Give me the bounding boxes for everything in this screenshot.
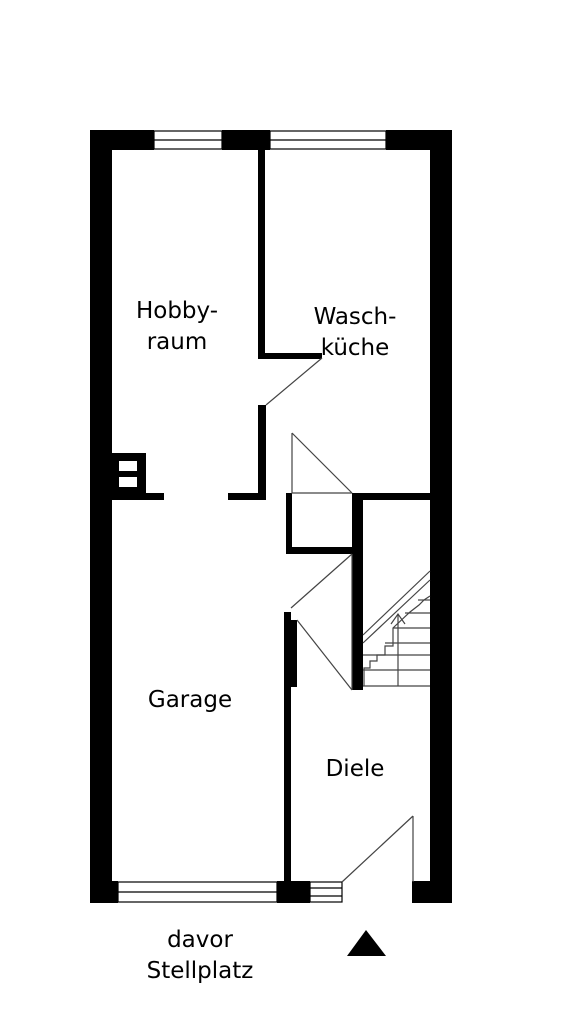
window-waschkueche [269,130,387,150]
label-outside-line1: davor [167,927,233,953]
wall-top-right [386,130,452,150]
label-garage: Garage [130,685,250,716]
label-diele-text: Diele [325,756,385,782]
wall-bottom-left [90,881,118,903]
triangle-up-icon [347,930,386,956]
wall-diele-jamb [291,620,297,687]
door-swings [265,357,414,883]
label-garage-text: Garage [147,687,233,713]
wall-bottom-right [412,881,452,903]
wall-top-left [90,130,154,150]
label-waschkueche-line1: Wasch- [313,304,397,330]
window-hobbyraum [153,130,223,150]
door-entrance [341,815,414,883]
wall-hobby-lower [258,405,266,497]
wall-left [90,130,112,903]
shaft-symbol [112,453,146,495]
label-diele: Diele [305,754,405,785]
door-hobby-wasch [265,357,323,406]
label-hobbyraum: Hobby- raum [122,296,232,358]
label-waschkueche-line2: küche [320,335,390,361]
wall-garage-top-right [228,493,266,500]
staircase [362,570,431,687]
label-outside: davor Stellplatz [120,925,280,987]
interior-walls [112,148,430,887]
wall-bottom-mid [277,881,310,903]
wall-corridor-horizontal [286,547,352,554]
label-hobbyraum-line2: raum [146,329,208,355]
windows [117,130,387,903]
wall-wasch-stub [258,353,322,359]
wall-wasch-bottom [352,493,430,500]
wall-top-mid [222,130,270,150]
label-waschkueche: Wasch- küche [290,302,420,364]
wall-corridor-vertical [286,493,292,553]
wall-right [430,130,452,903]
label-hobbyraum-line1: Hobby- [135,298,219,324]
window-garage [117,881,278,903]
door-corridor-wasch [291,433,352,494]
label-outside-line2: Stellplatz [146,958,254,984]
window-entrance [309,881,343,903]
wall-garage-diele [284,612,291,887]
wall-hobby-wasch [258,148,265,358]
outer-walls [90,130,452,903]
stair-direction-arrow [390,612,406,625]
door-diele-corridor [296,619,353,691]
wall-stair-left [352,493,363,690]
door-garage-corridor [290,553,353,609]
wall-garage-top-left [112,493,164,500]
